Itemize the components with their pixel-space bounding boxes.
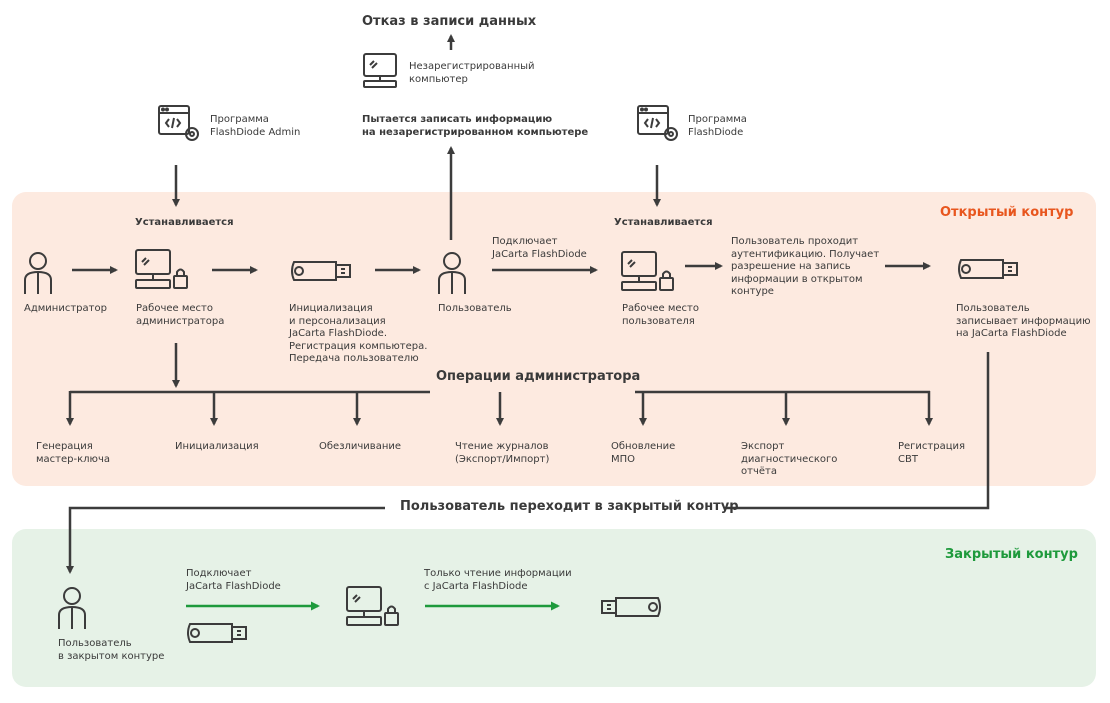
init-label: Инициализация и персонализация JaCarta F… [289,303,428,364]
auth-label: Пользователь проходит аутентификацию. По… [731,236,880,297]
admin-workstation-label: Рабочее место администратора [136,303,225,327]
closed-read-only-label: Только чтение информации с JaCarta Flash… [424,568,572,592]
workstation-lock-icon [346,586,399,626]
program-window-gear-icon [158,105,199,141]
user-icon [438,252,466,294]
closed-user-label: Пользователь в закрытом контуре [58,638,165,662]
refusal-title: Отказ в записи данных [362,14,537,29]
installed-user-label: Устанавливается [614,217,713,228]
attempt-label: Пытается записать информацию на незареги… [362,114,589,138]
transition-path-left [66,506,385,574]
installed-admin-label: Устанавливается [135,217,234,228]
op-item: Генерация мастер-ключа [36,441,110,465]
transition-label: Пользователь переходит в закрытый контур [400,499,739,514]
workstation-lock-icon [135,249,188,289]
user-workstation-label: Рабочее место пользователя [622,303,699,327]
usb-token-icon [601,597,661,617]
user-program-label: Программа FlashDiode [688,114,747,138]
admin-program-label: Программа FlashDiode Admin [210,114,301,138]
computer-icon [363,53,397,88]
transition-path-right [724,352,990,510]
usb-token-icon [291,261,351,281]
usb-token-icon [187,623,247,643]
open-contour-title: Открытый контур [940,205,1074,220]
op-item: Экспорт диагностического отчёта [741,441,838,477]
op-item: Обновление МПО [611,441,676,465]
user-label: Пользователь [438,303,512,314]
user-icon [58,587,86,629]
workstation-lock-icon [621,251,674,291]
op-item: Инициализация [175,441,259,452]
administrator-label: Администратор [24,303,107,314]
op-item: Чтение журналов (Экспорт/Импорт) [455,441,550,465]
open-contour-zone [12,192,1096,486]
ops-title: Операции администратора [436,369,641,384]
closed-contour-title: Закрытый контур [945,547,1078,562]
writes-label: Пользователь записывает информацию на Ja… [956,303,1091,339]
op-item: Регистрация СВТ [898,441,966,465]
unregistered-pc-label: Незарегистрированный компьютер [409,61,535,85]
program-window-gear-icon [637,105,678,141]
connects-label: Подключает JaCarta FlashDiode [492,236,587,260]
user-icon [24,252,52,294]
closed-connects-label: Подключает JaCarta FlashDiode [186,568,281,592]
op-item: Обезличивание [319,441,402,452]
usb-token-icon [958,259,1018,279]
